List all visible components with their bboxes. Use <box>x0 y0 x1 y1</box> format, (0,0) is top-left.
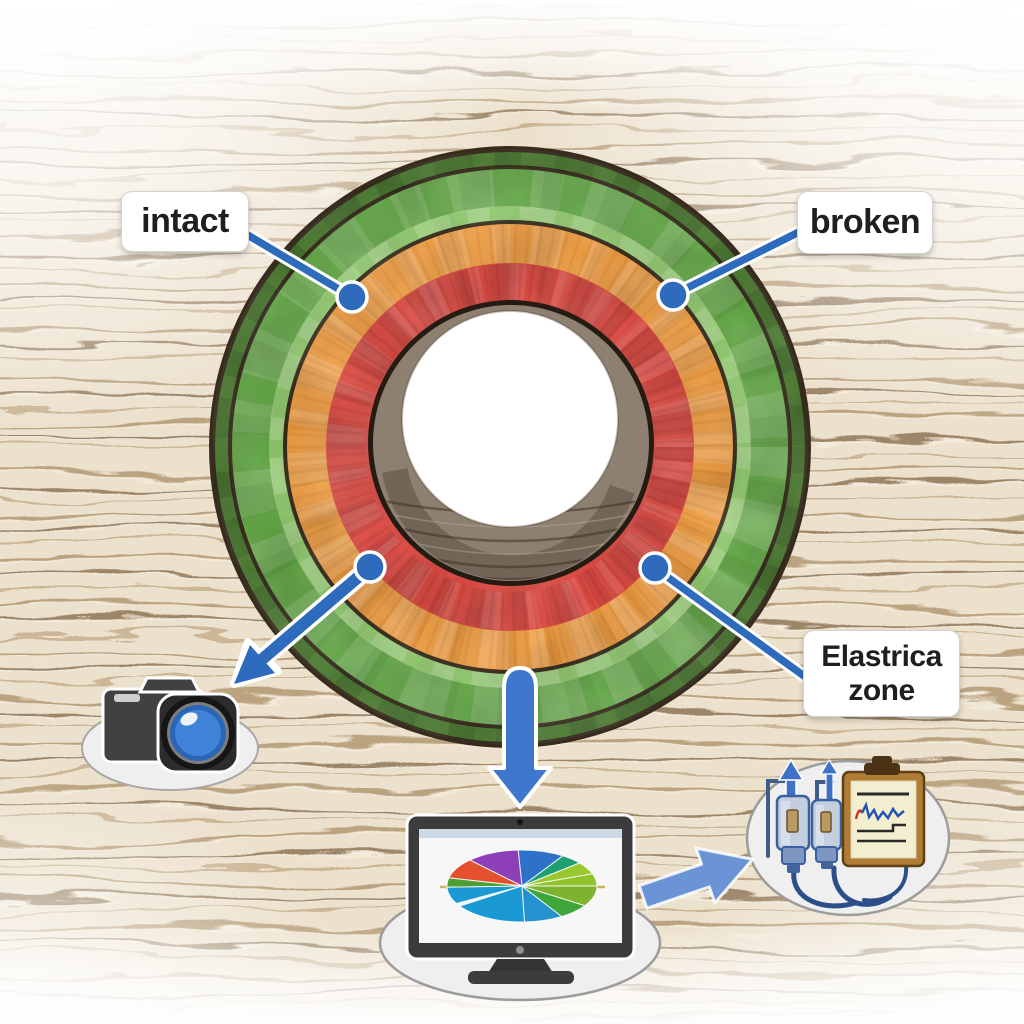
pie-slice <box>458 885 526 923</box>
pie-slice <box>446 885 523 905</box>
blue-marker-dot-broken <box>656 278 690 312</box>
monitor-base <box>468 971 574 984</box>
block-arrow-down-icon <box>487 666 553 809</box>
webcam-dot <box>517 819 523 825</box>
leader-line-elastic <box>651 564 808 680</box>
probe-cable-1 <box>791 867 858 909</box>
label-broken: broken <box>797 191 933 254</box>
label-broken-text: broken <box>809 203 921 241</box>
probe-dial-2 <box>820 811 832 833</box>
camera-slot <box>114 694 140 702</box>
sensor-probes-icon <box>766 758 909 909</box>
lens-highlight <box>180 712 198 726</box>
pie-chart-icon <box>446 849 598 923</box>
blue-marker-dot-camera <box>353 550 387 584</box>
clipboard-cable <box>862 864 909 903</box>
desktop-monitor-icon <box>405 813 636 984</box>
probe-dial-1 <box>786 809 799 833</box>
probe-bracket-left <box>766 779 786 858</box>
block-arrow-right-icon <box>637 846 755 910</box>
label-elastic-zone: Elastrica zone <box>803 630 960 717</box>
leader-line-broken <box>669 228 803 299</box>
camera-viewfinder <box>137 676 202 694</box>
camera-lens-glass <box>175 710 221 756</box>
clipboard-tab <box>872 756 892 765</box>
monitor-stand <box>488 959 553 973</box>
label-elastic-line1: Elastrica <box>821 639 942 673</box>
borehole-center <box>401 310 619 528</box>
clipboard-graph-icon <box>841 756 926 868</box>
label-intact-text: intact <box>141 202 229 240</box>
blue-marker-dot-intact <box>335 280 369 314</box>
dslr-camera-icon <box>101 676 240 774</box>
label-elastic-line2: zone <box>848 673 915 707</box>
graph-line-blue <box>860 801 905 822</box>
clipboard-clip <box>864 763 900 775</box>
leader-line-intact <box>242 230 356 301</box>
blue-marker-dot-elastic <box>638 551 672 585</box>
label-intact: intact <box>121 191 249 252</box>
leader-lines <box>239 225 811 683</box>
pie-slice <box>521 885 598 907</box>
marker-dots <box>335 278 690 585</box>
tunnel-cross-section <box>209 146 811 748</box>
monitor-chin-dot <box>516 946 524 954</box>
screen-top-bar <box>419 829 622 838</box>
arrow-to-camera-icon <box>230 557 380 688</box>
